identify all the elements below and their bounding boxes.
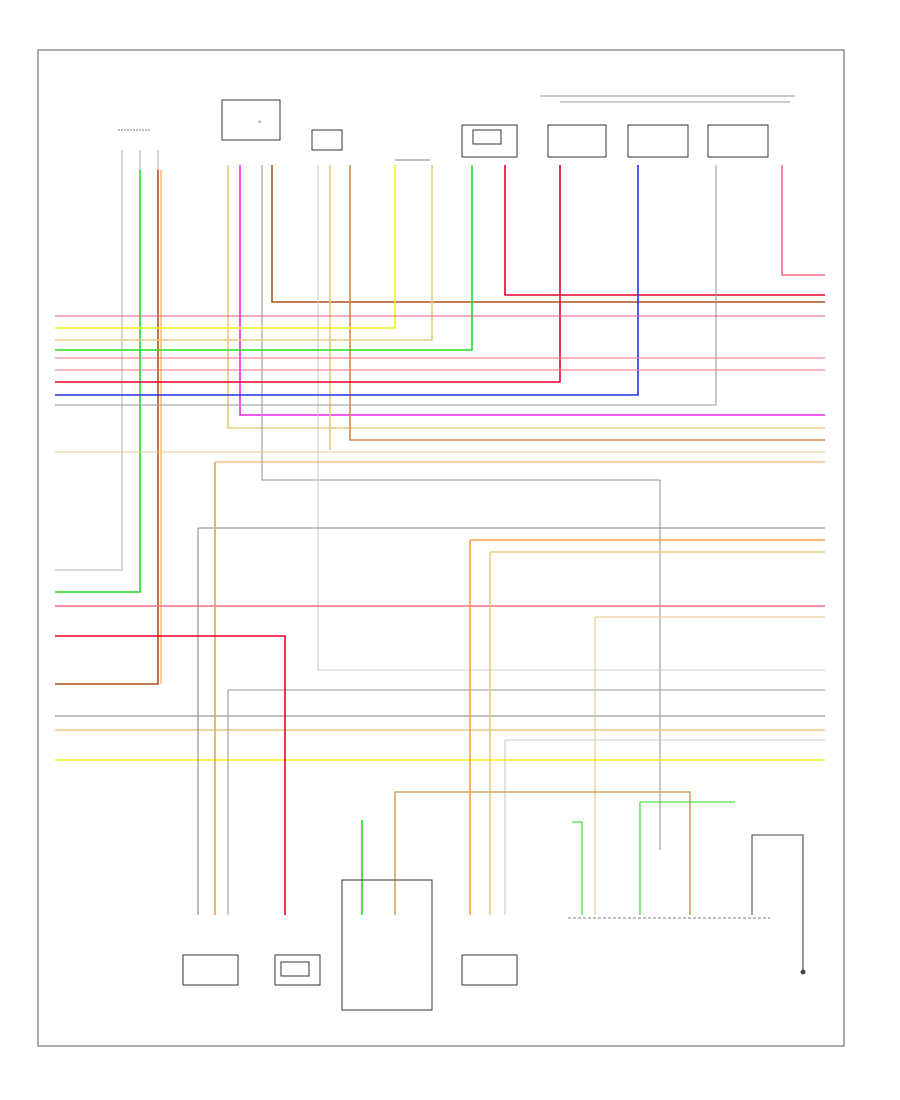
- svg-text:IA: IA: [258, 120, 262, 124]
- top-components: IA: [118, 95, 795, 170]
- wire-green-1: [55, 170, 141, 593]
- module-bottom-2: [274, 954, 321, 986]
- module-bottom-3: [341, 879, 433, 1011]
- wire-magenta-2: [239, 165, 825, 416]
- wire-red-6a: [55, 165, 561, 383]
- wire-brown-2: [271, 165, 825, 303]
- wire-gray-2: [261, 165, 661, 850]
- diagram-border: [37, 49, 845, 1047]
- module-top-5: [461, 124, 518, 158]
- wire-yellow-4: [55, 165, 396, 329]
- wire-green-v4: [572, 821, 583, 915]
- sensor-bottom-4: [461, 954, 518, 986]
- sensor-top-1: [118, 129, 159, 170]
- lower-vertical-wires: [55, 462, 735, 915]
- wire-brown-1: [55, 170, 159, 685]
- wire-white-3: [317, 165, 825, 671]
- wire-tan-4: [55, 165, 433, 341]
- module-top-2: IA: [221, 99, 281, 141]
- horizontal-bus: [55, 315, 825, 761]
- sensor-top-3: [311, 129, 343, 151]
- wire-green-v3: [639, 801, 735, 915]
- top-vertical-wires: [55, 165, 825, 850]
- wire-blue-6: [55, 165, 639, 396]
- bottom-components: [182, 834, 806, 1011]
- wire-brown-3: [349, 165, 825, 441]
- wire-gray-6: [55, 165, 717, 406]
- wire-tan-loop: [394, 791, 691, 915]
- wire-red-v1: [55, 635, 286, 915]
- sensor-bottom-1: [182, 954, 239, 986]
- module-top-6: [540, 95, 795, 158]
- sensor-bottom-6: [751, 834, 806, 975]
- wire-white-1: [55, 170, 123, 571]
- wire-red-6b: [781, 165, 825, 276]
- wire-green-5: [55, 165, 473, 351]
- wire-red-5: [504, 165, 825, 296]
- wire-tan-2: [227, 165, 825, 429]
